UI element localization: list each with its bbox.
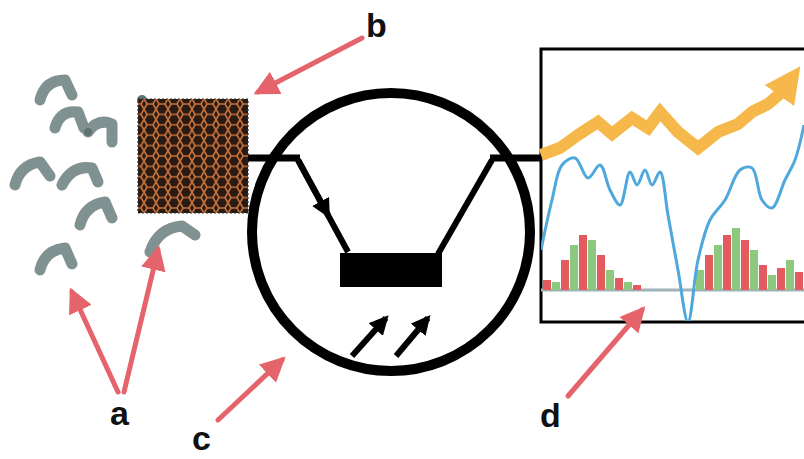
- callout-letter: d: [540, 398, 561, 432]
- bar: [777, 268, 785, 290]
- bar: [606, 270, 614, 290]
- bar: [570, 245, 578, 290]
- callout-letter: b: [366, 8, 387, 42]
- callout-letter: a: [110, 396, 129, 430]
- bar: [633, 285, 641, 290]
- bar: [705, 255, 713, 290]
- bar: [795, 272, 803, 290]
- callout-letter: c: [192, 421, 211, 455]
- bar: [552, 282, 560, 290]
- bar: [579, 235, 587, 290]
- bar: [768, 275, 776, 290]
- bar: [750, 250, 758, 290]
- bar: [624, 282, 632, 290]
- leader-lines: [72, 38, 642, 420]
- trend-arrow: [541, 78, 792, 155]
- bar: [615, 278, 623, 290]
- bar: [732, 228, 740, 290]
- bar: [759, 265, 767, 290]
- bar: [786, 260, 794, 290]
- porous-material: [138, 99, 248, 213]
- bar: [723, 235, 731, 290]
- bar: [588, 240, 596, 290]
- line-series: [541, 125, 804, 321]
- bar: [561, 260, 569, 290]
- chart-panel: [541, 49, 804, 322]
- bar: [543, 280, 551, 290]
- bar: [597, 255, 605, 290]
- bar: [714, 245, 722, 290]
- bar: [741, 240, 749, 290]
- phototransistor-symbol: [248, 93, 545, 371]
